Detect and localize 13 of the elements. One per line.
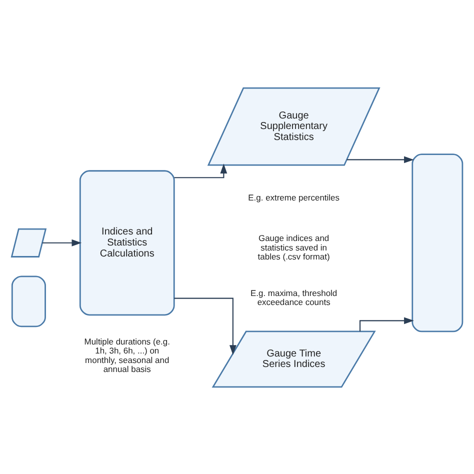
label: Gauge indices and statistics saved in tables (.csv format): [258, 232, 330, 262]
node-label: E.g. extreme percentiles: [248, 192, 340, 202]
node-box: [11, 275, 46, 327]
arrow: [346, 156, 414, 163]
node-parallelogram: [10, 228, 47, 257]
node-box: Indices and Statistics Calculations: [79, 170, 175, 316]
arrow: [42, 238, 82, 246]
node-box: [412, 153, 464, 332]
arrow: [359, 316, 414, 331]
arrow: [174, 297, 236, 354]
node-label: E.g. maxima, threshold exceedance counts: [250, 287, 338, 307]
node-label: Multiple durations (e.g. 1h, 3h, 6h, ...) on monthly, seasonal and annual basis: [84, 336, 170, 374]
arrow: [174, 163, 228, 178]
